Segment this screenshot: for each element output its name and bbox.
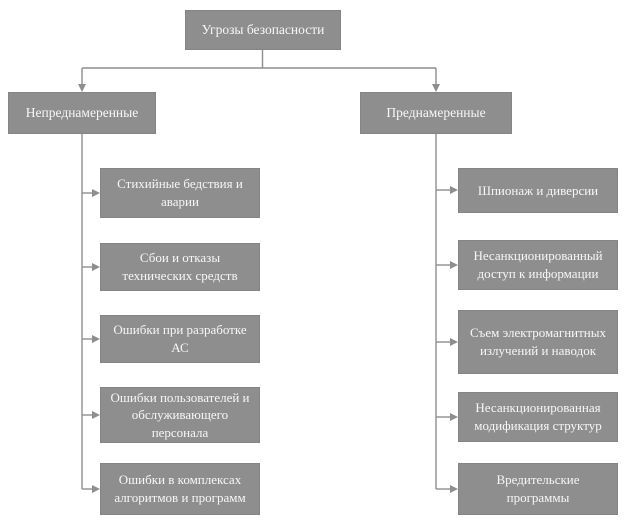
node-user-errors: Ошибки пользователей и обслуживающего пе… xyxy=(100,387,260,443)
node-natural-disasters: Стихийные бедствия и аварии xyxy=(100,168,260,218)
node-malicious-programs: Вредительские программы xyxy=(458,463,618,515)
node-unauthorized-access: Несанкционированный доступ к информации xyxy=(458,240,618,290)
node-espionage: Шпионаж и диверсии xyxy=(458,168,618,213)
node-development-errors: Ошибки при разработке АС xyxy=(100,315,260,363)
node-em-interception: Съем электромагнитных излучений и наводо… xyxy=(458,310,618,374)
node-intentional: Преднамеренные xyxy=(360,92,512,134)
node-algorithm-errors: Ошибки в комплексах алгоритмов и програм… xyxy=(100,463,260,515)
node-technical-failures: Сбои и отказы технических средств xyxy=(100,243,260,291)
node-structure-modification: Несанкционированная модификация структур xyxy=(458,392,618,442)
node-threats-root: Угрозы безопасности xyxy=(185,10,341,50)
node-unintentional: Непреднамеренные xyxy=(8,92,156,134)
root-branch-line xyxy=(82,50,436,69)
